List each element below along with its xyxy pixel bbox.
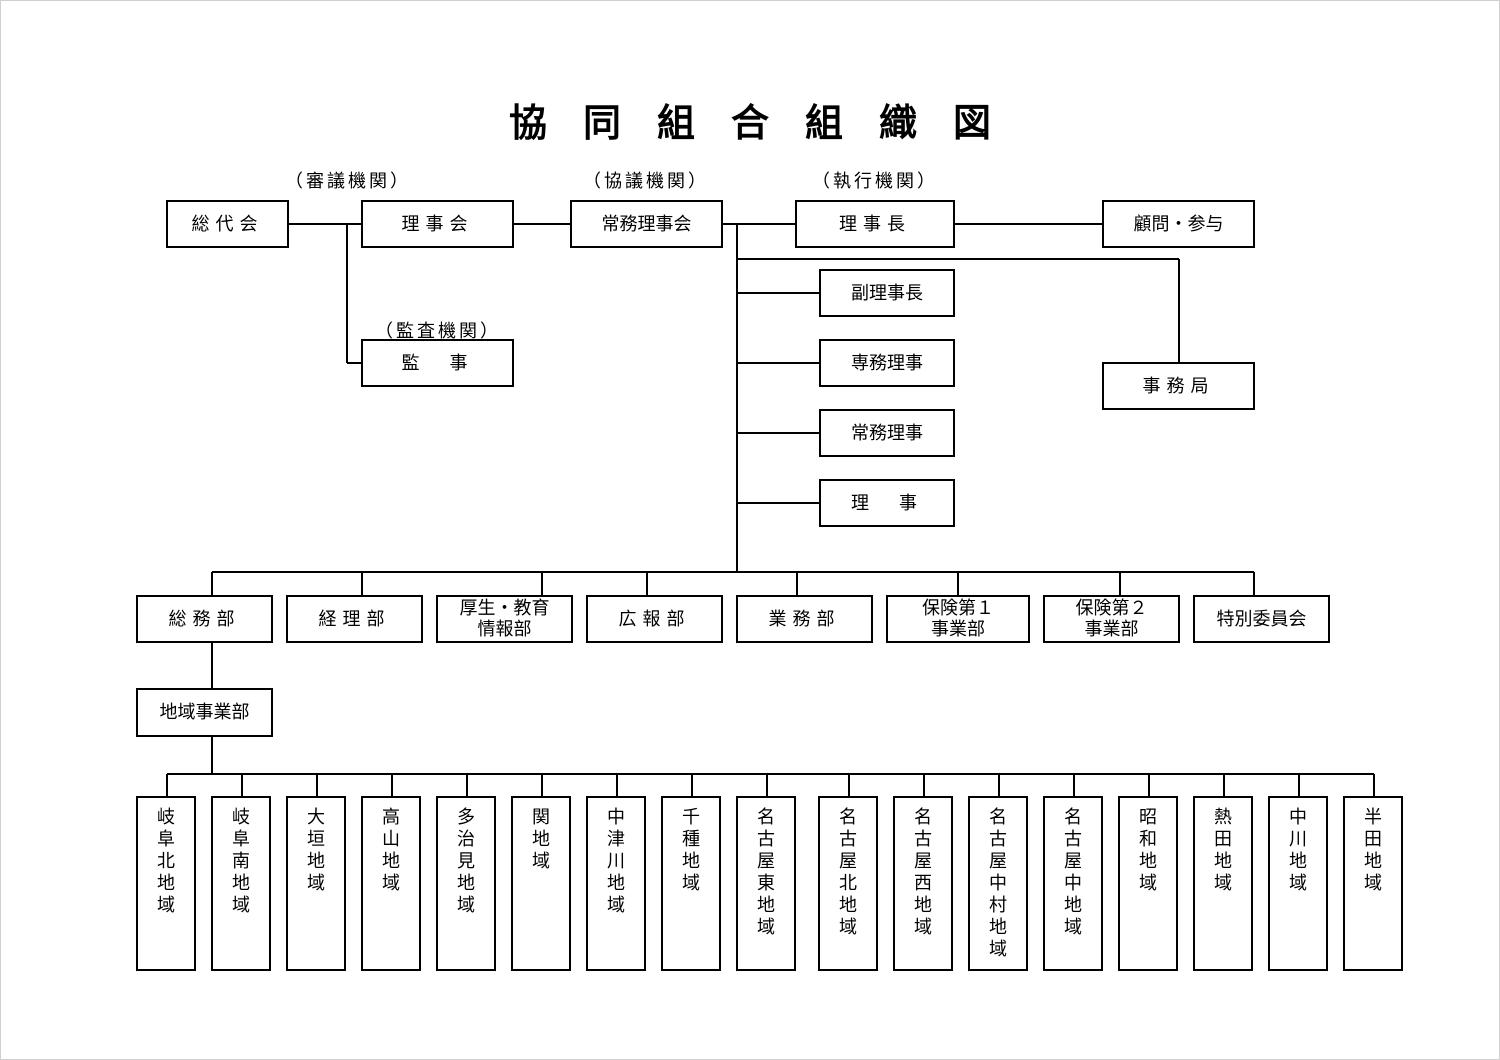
region-label: 名古屋東地域 — [757, 807, 775, 938]
chairman-box: 理事長 — [795, 200, 955, 248]
region-label: 千種地域 — [682, 807, 700, 894]
region-box: 中川地域 — [1268, 796, 1328, 971]
region-label: 名古屋中村地域 — [989, 807, 1007, 960]
caption-consultation: （協議機関） — [583, 171, 709, 192]
vice-chairman-box: 副理事長 — [819, 269, 955, 317]
dept-special-committee: 特別委員会 — [1193, 595, 1330, 643]
board-box: 理事会 — [361, 200, 514, 248]
region-box: 多治見地域 — [436, 796, 496, 971]
region-box: 関地域 — [511, 796, 571, 971]
dept-welfare-education: 厚生・教育 情報部 — [436, 595, 573, 643]
region-box: 岐阜南地域 — [211, 796, 271, 971]
dept-insurance-1: 保険第１ 事業部 — [886, 595, 1030, 643]
region-label: 昭和地域 — [1139, 807, 1157, 894]
region-box: 中津川地域 — [586, 796, 646, 971]
dept-welfare-education-line1: 厚生・教育 — [459, 598, 550, 619]
region-box: 岐阜北地域 — [136, 796, 196, 971]
senior-director-box: 専務理事 — [819, 339, 955, 387]
dept-public-relations: 広報部 — [586, 595, 723, 643]
region-box: 千種地域 — [661, 796, 721, 971]
dept-insurance-1-line2: 事業部 — [931, 619, 985, 640]
dept-accounting: 経理部 — [286, 595, 423, 643]
region-box: 熱田地域 — [1193, 796, 1253, 971]
region-label: 名古屋西地域 — [914, 807, 932, 938]
auditor-box: 監 事 — [361, 339, 514, 387]
dept-insurance-2: 保険第２ 事業部 — [1043, 595, 1180, 643]
region-box: 名古屋西地域 — [893, 796, 953, 971]
dept-insurance-2-line2: 事業部 — [1084, 619, 1139, 640]
region-label: 大垣地域 — [307, 807, 325, 894]
caption-audit: （監査機関） — [375, 321, 501, 342]
dept-general-affairs: 総務部 — [136, 595, 273, 643]
region-label: 岐阜北地域 — [157, 807, 175, 916]
region-label: 多治見地域 — [457, 807, 475, 916]
region-label: 関地域 — [532, 807, 550, 872]
region-label: 名古屋中地域 — [1064, 807, 1082, 938]
region-label: 名古屋北地域 — [839, 807, 857, 938]
dept-welfare-education-line2: 情報部 — [477, 619, 532, 640]
region-box: 名古屋東地域 — [736, 796, 796, 971]
dept-insurance-2-line1: 保険第２ — [1075, 598, 1148, 619]
caption-deliberation: （審議機関） — [285, 171, 411, 192]
region-box: 大垣地域 — [286, 796, 346, 971]
region-box: 昭和地域 — [1118, 796, 1178, 971]
region-label: 岐阜南地域 — [232, 807, 250, 916]
secretariat-box: 事務局 — [1102, 362, 1255, 410]
chart-title-text: 協同組合組織図 — [508, 101, 1027, 145]
dept-business: 業務部 — [736, 595, 873, 643]
executive-board-box: 常務理事会 — [570, 200, 723, 248]
region-box: 高山地域 — [361, 796, 421, 971]
general-assembly-box: 総代会 — [166, 200, 289, 248]
region-box: 名古屋中村地域 — [968, 796, 1028, 971]
managing-director-box: 常務理事 — [819, 409, 955, 457]
region-label: 中川地域 — [1289, 807, 1307, 894]
advisors-box: 顧問・参与 — [1102, 200, 1255, 248]
director-box: 理 事 — [819, 479, 955, 527]
region-label: 半田地域 — [1364, 807, 1382, 894]
region-label: 高山地域 — [382, 807, 400, 894]
regional-division-box: 地域事業部 — [136, 688, 273, 737]
region-label: 熱田地域 — [1214, 807, 1232, 894]
region-box: 名古屋中地域 — [1043, 796, 1103, 971]
dept-insurance-1-line1: 保険第１ — [922, 598, 994, 619]
chart-title: 協同組合組織図 — [0, 92, 1500, 147]
caption-execution: （執行機関） — [812, 171, 938, 192]
region-box: 名古屋北地域 — [818, 796, 878, 971]
region-box: 半田地域 — [1343, 796, 1403, 971]
region-label: 中津川地域 — [607, 807, 625, 916]
